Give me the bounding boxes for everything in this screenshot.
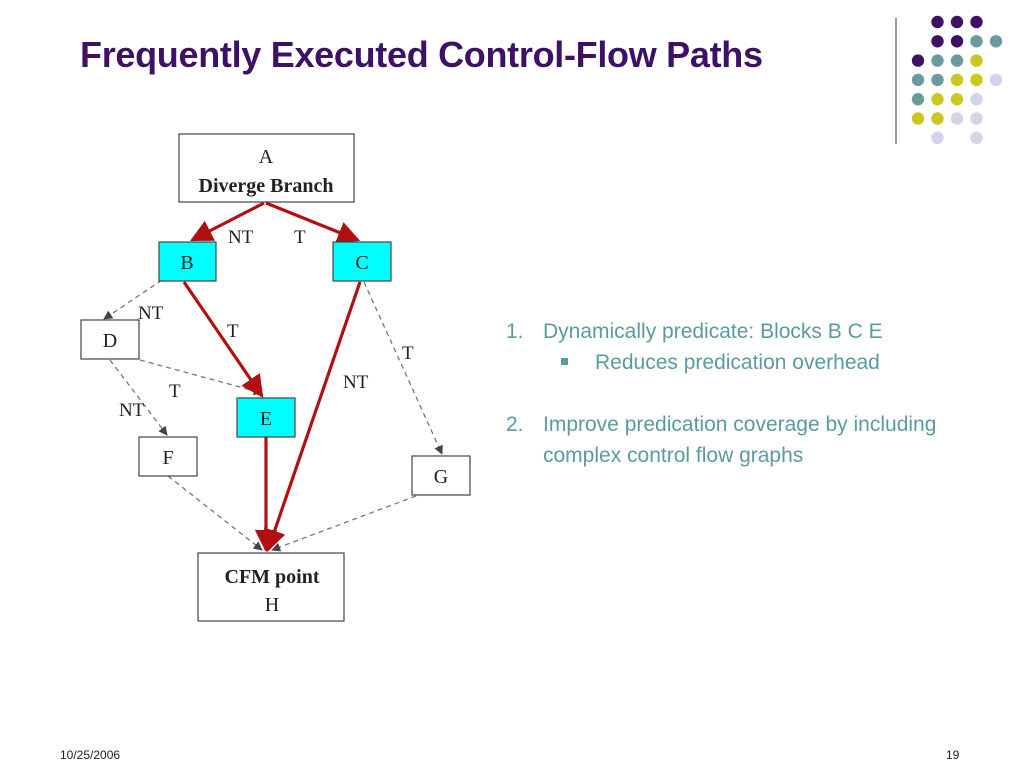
decorative-dot <box>970 35 983 48</box>
bullet-list: 1. Dynamically predicate: Blocks B C E R… <box>506 316 1006 471</box>
node-h: CFM point H <box>197 552 345 622</box>
edge-c-h <box>263 281 362 553</box>
node-f: F <box>138 436 198 477</box>
edge-a-c <box>265 201 361 243</box>
decorative-dot <box>989 73 1003 87</box>
decorative-dot <box>931 93 944 106</box>
decorative-dot <box>970 131 983 144</box>
list-item-2: 2. Improve predication coverage by inclu… <box>506 409 1006 471</box>
node-a-sublabel: Diverge Branch <box>199 175 334 197</box>
edge-label-b-e: T <box>227 321 239 342</box>
decorative-dot <box>950 15 964 29</box>
decorative-dot <box>950 54 964 67</box>
decorative-dot <box>950 112 964 125</box>
decorative-dot <box>931 54 944 67</box>
decorative-dot <box>989 35 1003 48</box>
edge-label-c-g: T <box>402 343 414 364</box>
node-b-label: B <box>180 252 193 274</box>
node-e-label: E <box>260 408 272 430</box>
square-bullet-icon <box>561 358 568 365</box>
edge-g-h <box>271 495 417 552</box>
node-a: A Diverge Branch <box>178 133 355 203</box>
list-item-text: Improve predication coverage by includin… <box>543 413 937 467</box>
edge-label-d-f: NT <box>119 400 145 421</box>
list-item-text: Dynamically predicate: Blocks B C E <box>543 320 883 343</box>
decorative-dot <box>931 112 944 125</box>
decorative-dot <box>931 35 944 48</box>
edge-b-d <box>103 279 163 320</box>
edge-label-a-b: NT <box>228 227 254 248</box>
edge-f-h <box>167 475 263 551</box>
decorative-dot <box>911 54 925 67</box>
sub-list-item-text: Reduces predication overhead <box>595 351 880 374</box>
edge-label-c-h: NT <box>343 372 369 393</box>
decorative-dot <box>970 15 983 29</box>
decorative-dot <box>950 93 964 106</box>
node-h-label: CFM point <box>225 566 320 588</box>
sub-list-item: Reduces predication overhead <box>561 347 1006 378</box>
node-f-label: F <box>162 447 173 469</box>
node-d-label: D <box>103 330 117 352</box>
node-h-sublabel: H <box>265 594 279 616</box>
node-c: C <box>332 241 392 282</box>
decorative-dot <box>911 73 925 87</box>
decorative-dot <box>931 73 944 87</box>
edge-label-b-d: NT <box>138 303 164 324</box>
decorative-dot-grid <box>911 15 1003 144</box>
decorative-dot <box>970 112 983 125</box>
decorative-dot <box>911 112 925 125</box>
decorative-dot <box>970 73 983 87</box>
decorative-dot <box>931 15 944 29</box>
node-a-label: A <box>259 146 274 168</box>
decorative-dot <box>970 93 983 106</box>
slide-number: 19 <box>946 748 960 762</box>
decorative-divider <box>895 18 897 144</box>
edge-c-g <box>363 281 443 455</box>
edge-b-e <box>182 281 264 398</box>
node-e: E <box>236 397 296 438</box>
edge-d-f <box>109 359 168 436</box>
edge-d-e <box>139 359 263 396</box>
slide-title: Frequently Executed Control-Flow Paths <box>80 34 763 75</box>
list-item-number: 2. <box>506 413 524 436</box>
decorative-dot <box>970 54 983 67</box>
edge-label-d-e: T <box>169 381 181 402</box>
decorative-dot <box>931 131 944 144</box>
list-item-number: 1. <box>506 320 524 343</box>
node-g: G <box>411 455 471 496</box>
node-d: D <box>80 319 140 360</box>
decorative-dot <box>950 73 964 87</box>
decorative-dot <box>950 35 964 48</box>
edge-label-a-c: T <box>294 227 306 248</box>
node-c-label: C <box>355 252 368 274</box>
node-b: B <box>158 241 217 282</box>
edge-a-b <box>190 201 265 242</box>
footer-date: 10/25/2006 <box>60 748 121 762</box>
node-g-label: G <box>434 466 448 488</box>
decorative-dot <box>911 93 925 106</box>
list-item-1: 1. Dynamically predicate: Blocks B C E <box>506 316 1006 347</box>
